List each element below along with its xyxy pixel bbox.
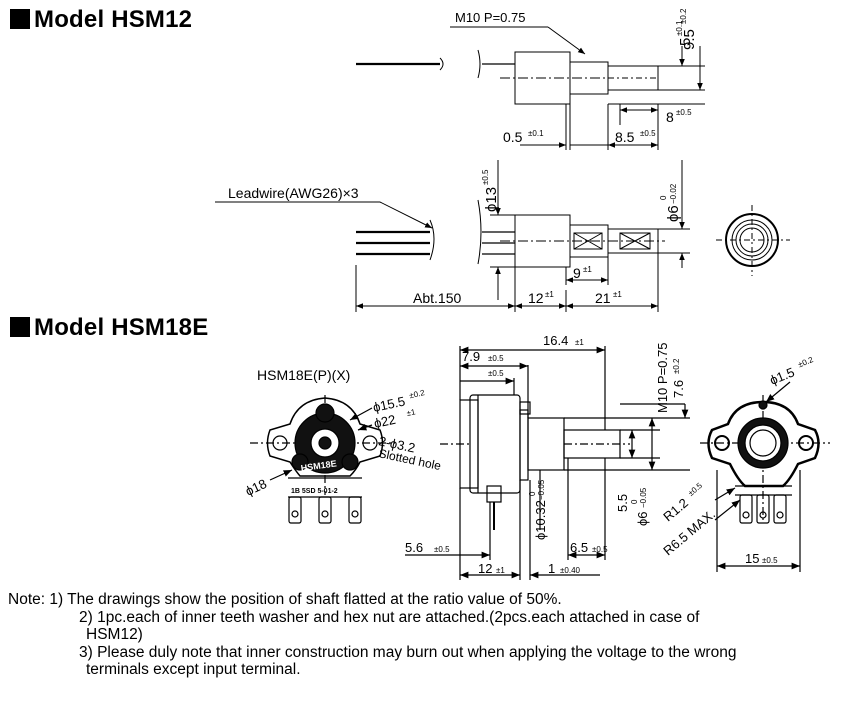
hsm12-end-view xyxy=(716,205,790,276)
hsm18e-dim-7-6: 7.6 xyxy=(671,380,686,398)
hsm12-leadwire-label: Leadwire(AWG26)×3 xyxy=(228,185,359,201)
hsm18e-dim-phi6-tol-up: 0 xyxy=(630,499,639,504)
hsm18e-dim-phi22-tol: ±1 xyxy=(406,407,417,418)
hsm12-top-view xyxy=(215,160,690,312)
hsm18e-dim-phi22: ϕ22 xyxy=(373,412,397,431)
hsm12-dim-9-5-tol: ±0.2 xyxy=(679,8,688,24)
hsm12-dim-phi6-tol-up: 0 xyxy=(659,195,668,200)
hsm18e-dim-5-6-tol: ±0.5 xyxy=(434,545,450,554)
hsm12-dim-8-5-tol: ±0.5 xyxy=(640,129,656,138)
hsm18e-dim-5-5: 5.5 xyxy=(615,494,630,512)
hsm12-dim-9-5: 9.5 xyxy=(681,29,698,50)
hsm12-dim-5: 5 xyxy=(677,38,694,46)
hsm12-dim-phi13-tol: ±0.5 xyxy=(481,169,490,185)
hsm18e-dim-7-6-tol: ±0.2 xyxy=(672,358,681,374)
hsm18e-dim-16-4: 16.4 xyxy=(543,333,568,348)
hsm18e-dim-phi6: ϕ6 xyxy=(635,511,650,526)
hsm12-dim-5-tol: ±0.1 xyxy=(675,20,684,36)
hsm12-side-labels: M10 P=0.75 5 ±0.1 9.5 ±0.2 8 ±0.5 0.5 ±0… xyxy=(455,8,698,145)
hsm18e-dim-phi10-32: ϕ10.32 xyxy=(533,500,548,540)
hsm18e-side-labels: 16.4 ±1 7.9 ±0.5 ±0.5 M10 P=0.75 7.6 ±0.… xyxy=(405,333,686,576)
hsm18e-dim-6-5: 6.5 xyxy=(570,540,588,555)
hsm12-dim-phi13: ϕ13 xyxy=(483,187,500,212)
hsm18e-dim-12-tol: ±1 xyxy=(496,566,505,575)
note-3-line-2: terminals except input terminal. xyxy=(86,661,301,678)
hsm18e-dim-12: 12 xyxy=(478,561,492,576)
hsm12-dim-phi6-tol-low: −0.02 xyxy=(669,183,678,204)
note-3-line-1: 3) Please duly note that inner construct… xyxy=(79,643,737,661)
hsm12-dim-9-tol: ±1 xyxy=(583,265,592,274)
hsm12-thread-label: M10 P=0.75 xyxy=(455,10,525,25)
hsm18e-dim-phi18: ϕ18 xyxy=(243,476,269,499)
hsm18e-dim-r1-2-tol: ±0.5 xyxy=(686,481,704,498)
note-2-line-2: HSM12) xyxy=(86,626,143,643)
hsm12-dim-abt150: Abt.150 xyxy=(413,290,461,306)
hsm12-dim-12-tol: ±1 xyxy=(545,290,554,299)
heading-hsm18e-text: Model HSM18E xyxy=(34,314,209,341)
note-2-line-1: 2) 1pc.each of inner teeth washer and he… xyxy=(79,608,700,626)
heading-hsm12-text: Model HSM12 xyxy=(34,6,193,33)
hsm18e-dim-phi15-5: ϕ15.5 xyxy=(372,393,407,414)
hsm18e-front-view xyxy=(250,395,395,524)
hsm18e-dim-16-4-tol: ±1 xyxy=(575,338,584,347)
hsm12-dim-8-5: 8.5 xyxy=(615,129,635,145)
hsm12-dim-phi6: ϕ6 xyxy=(665,205,682,222)
hsm12-dim-8-tol: ±0.5 xyxy=(676,108,692,117)
hsm12-side-view xyxy=(356,26,705,150)
technical-drawing: M10 P=0.75 5 ±0.1 9.5 ±0.2 8 ±0.5 0.5 ±0… xyxy=(215,8,830,580)
hsm12-top-labels: Leadwire(AWG26)×3 ϕ13 ±0.5 ϕ6 0 −0.02 9 … xyxy=(228,169,682,306)
bullet-square xyxy=(10,9,30,29)
hsm18e-dim-15-tol: ±0.5 xyxy=(762,556,778,565)
hsm12-dim-21: 21 xyxy=(595,290,611,306)
hsm18e-dim-phi10-32-tol-low: −0.05 xyxy=(537,479,546,500)
hsm18e-dim-phi1-5-tol: ±0.2 xyxy=(797,355,815,369)
hsm18e-body-marking: HSM18E xyxy=(300,458,337,473)
bullet-square xyxy=(10,317,30,337)
hsm18e-dim-7-9-tol: ±0.5 xyxy=(488,354,504,363)
hsm18e-dim-5-6: 5.6 xyxy=(405,540,423,555)
hsm18e-rear-view xyxy=(700,381,830,572)
notes-section: Note: 1) The drawings show the position … xyxy=(8,591,860,679)
hsm12-dim-12: 12 xyxy=(528,290,544,306)
hsm18e-dim-phi15-5-tol: ±0.2 xyxy=(408,388,426,400)
hsm18e-dim-15: 15 xyxy=(745,551,759,566)
hsm18e-variant-label: HSM18E(P)(X) xyxy=(257,367,350,383)
hsm18e-dim-r1-2: R1.2 xyxy=(660,495,691,524)
hsm12-dim-8: 8 xyxy=(666,109,674,125)
hsm18e-dim-phi1-5: ϕ1.5 xyxy=(768,364,797,387)
heading-hsm12: Model HSM12 xyxy=(10,6,192,34)
hsm18e-dim-phi10-32-tol-up: 0 xyxy=(528,491,537,496)
hsm18e-dim-1: 1 xyxy=(548,561,555,576)
hsm18e-thread-label: M10 P=0.75 xyxy=(655,343,670,413)
hsm18e-dim-6-5-tol: ±0.5 xyxy=(592,545,608,554)
hsm12-dim-0-5: 0.5 xyxy=(503,129,523,145)
heading-hsm18e: Model HSM18E xyxy=(10,314,208,342)
hsm18e-side-view xyxy=(405,346,690,580)
hsm12-dim-9: 9 xyxy=(573,265,581,281)
hsm12-dim-0-5-tol: ±0.1 xyxy=(528,129,544,138)
note-1: Note: 1) The drawings show the position … xyxy=(8,591,562,608)
hsm18e-body-marking-sub: 1B 5SD 5-01-2 xyxy=(291,488,338,495)
hsm18e-dim-1-tol: ±0.40 xyxy=(560,566,581,575)
hsm18e-dim-7-9: 7.9 xyxy=(462,349,480,364)
hsm12-dim-21-tol: ±1 xyxy=(613,290,622,299)
hsm18e-dim-small-tol: ±0.5 xyxy=(488,369,504,378)
hsm18e-dim-phi6-tol-low: −0.05 xyxy=(639,487,648,508)
